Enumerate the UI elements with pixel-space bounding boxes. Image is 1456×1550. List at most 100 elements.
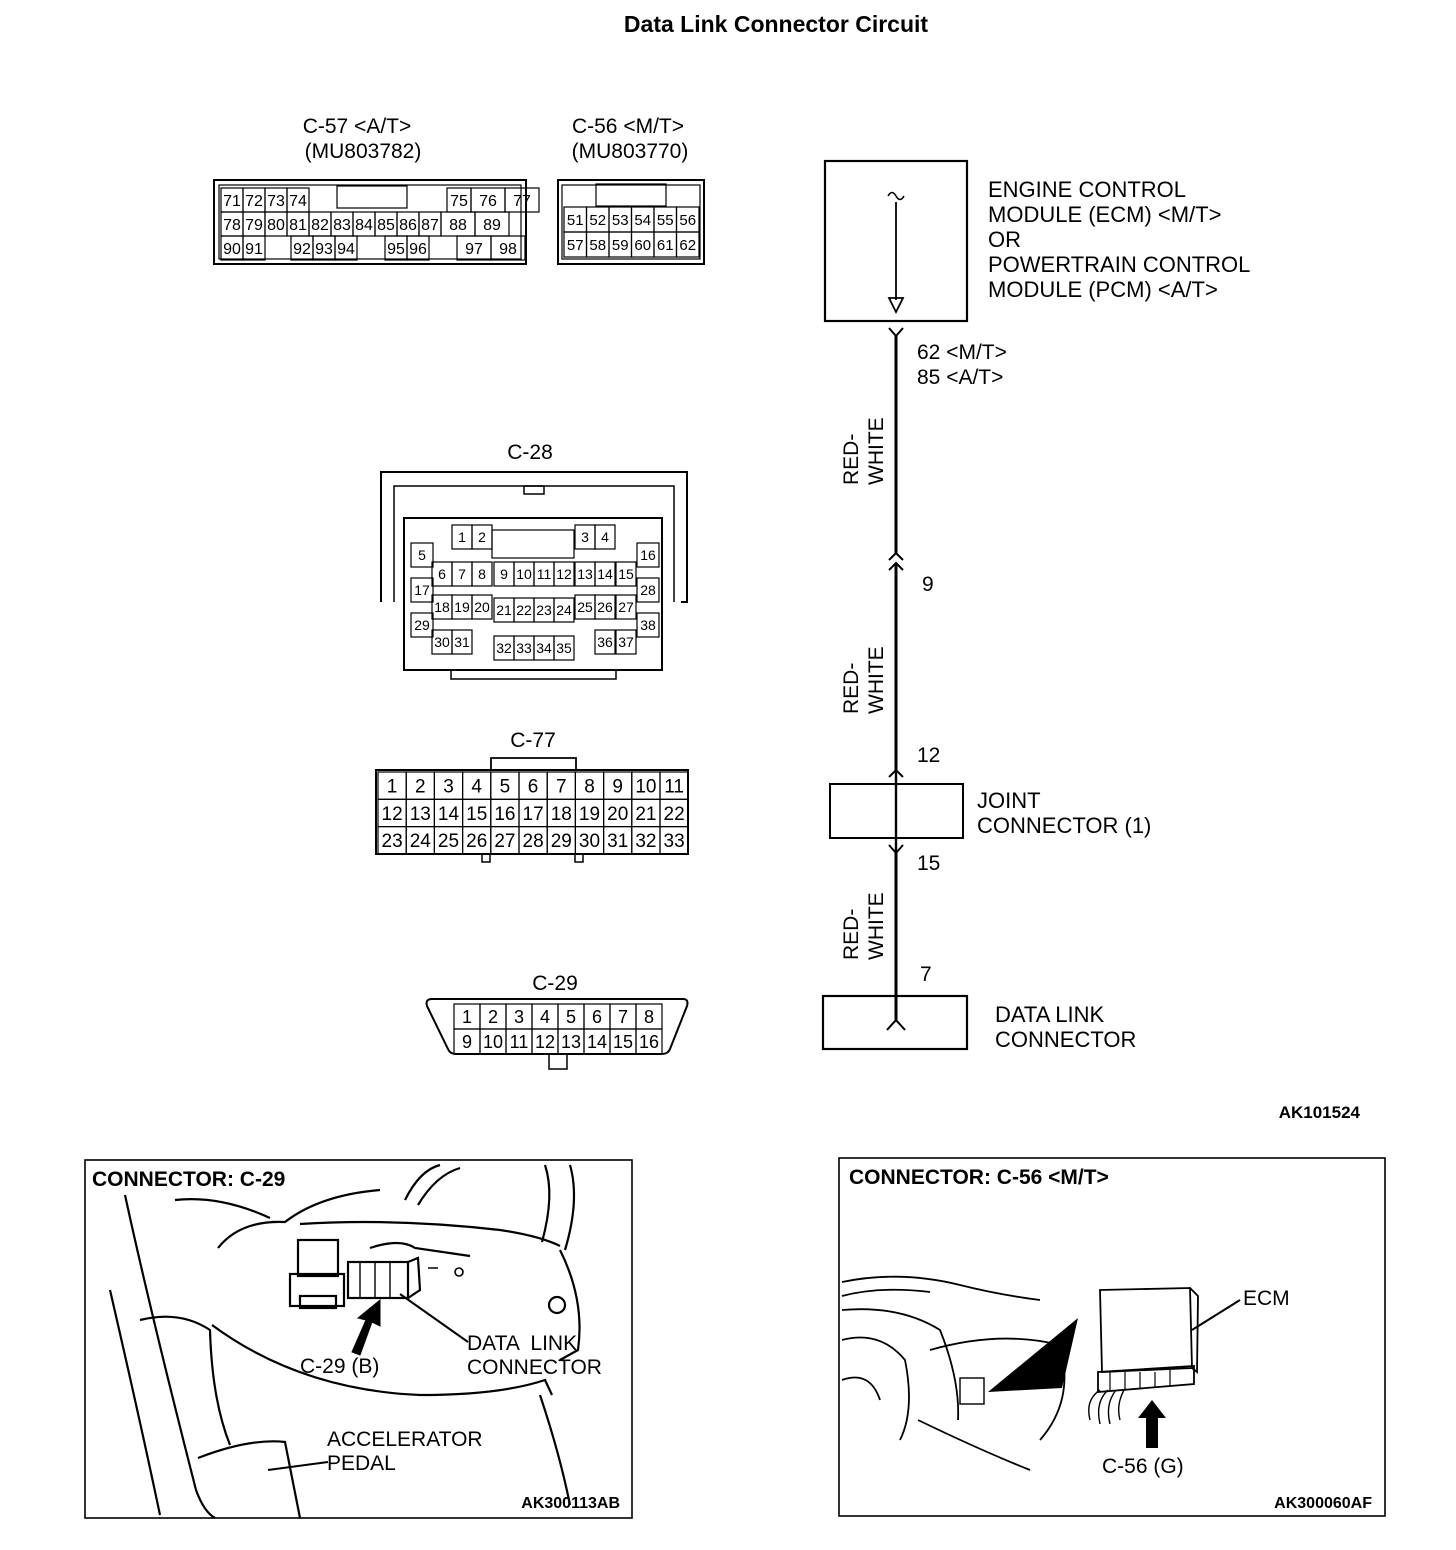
- cable-3: [540, 1164, 551, 1243]
- c77-pin-label: 4: [471, 776, 482, 797]
- c77-pin-label: 17: [523, 804, 544, 825]
- dash-fold: [174, 1198, 271, 1219]
- c28-pin-label: 33: [516, 640, 532, 656]
- harness-top: [299, 1220, 561, 1247]
- c77-pin-label: 33: [664, 831, 685, 852]
- c29-pin-label: 5: [566, 1007, 576, 1027]
- page-title: Data Link Connector Circuit: [624, 11, 928, 37]
- c28-cell: [636, 542, 660, 568]
- c28-pin-label: 31: [454, 634, 470, 650]
- c56-cell: [675, 231, 700, 258]
- c28-cell: [410, 612, 434, 638]
- c56-pin-label: 56: [679, 212, 696, 229]
- dlc-leader-line: [399, 1293, 469, 1343]
- circuit-schematic: ENGINE CONTROL MODULE (ECM) <M/T> OR POW…: [821, 159, 1361, 1122]
- dash-lower-edge: [211, 1324, 553, 1397]
- c28-pin-label: 9: [500, 566, 508, 582]
- ecm-pin-icon: [888, 327, 904, 338]
- c57-pin-label: 77: [513, 193, 531, 210]
- c56-g-callout: C-56 (G): [1102, 1455, 1184, 1478]
- wire-1-color-1: RED-: [840, 434, 863, 485]
- c28-pin-label: 16: [640, 547, 656, 563]
- joint-label-1: JOINT: [977, 788, 1041, 813]
- wire-2-color-1: RED-: [840, 663, 863, 714]
- c28-cell: [636, 577, 660, 603]
- c77-pin-label: 12: [382, 804, 403, 825]
- c57-pin-label: 74: [289, 193, 307, 210]
- inset-right-figure-id: AK300060AF: [1274, 1495, 1372, 1512]
- c77-pin-label: 18: [551, 804, 572, 825]
- c29-pin-label: 15: [613, 1032, 633, 1052]
- ecm-box: [823, 159, 969, 323]
- inset-ecm-label: ECM: [1243, 1287, 1290, 1310]
- c29-b-pins: [298, 1294, 338, 1310]
- c57-cell: [504, 187, 540, 213]
- c57-cell: [490, 235, 526, 261]
- cable-1: [404, 1163, 441, 1201]
- dlc-side: [407, 1256, 422, 1299]
- c57-pin-label: 94: [337, 241, 355, 258]
- c57-cell: [242, 235, 266, 261]
- c57-pin-label: 83: [333, 217, 351, 234]
- inset-left-illustration: [108, 1163, 581, 1519]
- c77-pin-label: 1: [387, 776, 398, 797]
- ecm-harness: [1088, 1389, 1125, 1425]
- c57-name: C-57 <A/T>: [303, 115, 412, 138]
- c28-pin-label: 2: [478, 529, 486, 545]
- c57-pin-label: 76: [479, 193, 497, 210]
- c28-pin-label: 18: [434, 599, 450, 615]
- c28-cell: [410, 542, 434, 568]
- c57-pin-label: 96: [409, 241, 427, 258]
- c57-pin-label: 89: [483, 217, 501, 234]
- c57-pin-label: 72: [245, 193, 263, 210]
- ecm-pin-mt: 62 <M/T>: [917, 341, 1007, 364]
- c28-pin-label: 23: [536, 602, 552, 618]
- c56-pin-label: 57: [567, 237, 584, 254]
- c56-pin-label: 53: [612, 212, 629, 229]
- c56-housing: [557, 179, 705, 265]
- c28-cell: [594, 561, 616, 587]
- c57-pin-label: 79: [245, 217, 263, 234]
- ecm-module-base: [1097, 1365, 1195, 1393]
- wire-1-color-2: WHITE: [865, 417, 888, 485]
- dash-top-2: [841, 1288, 931, 1297]
- circuit-figure-id: AK101524: [1279, 1103, 1361, 1122]
- dlc-harness: [369, 1241, 471, 1258]
- c56-pin-label: 54: [634, 212, 651, 229]
- c29-pin-label: 7: [618, 1007, 628, 1027]
- dlc-box: [821, 994, 969, 1051]
- c77-pin-label: 20: [607, 804, 628, 825]
- c28-pin-label: 15: [618, 566, 634, 582]
- c57-pin-label: 81: [289, 217, 307, 234]
- c77-pin-label: 32: [635, 831, 656, 852]
- ecm-label-4: POWERTRAIN CONTROL: [988, 252, 1250, 277]
- c28-cell: [410, 577, 434, 603]
- column: [841, 1376, 881, 1401]
- c56-pin-label: 52: [589, 212, 606, 229]
- c77-pin-label: 22: [664, 804, 685, 825]
- c77-pin-label: 13: [410, 804, 431, 825]
- c28-pin-label: 24: [556, 602, 572, 618]
- c28-pin-label: 13: [577, 566, 593, 582]
- ecm-label-5: MODULE (PCM) <A/T>: [988, 277, 1218, 302]
- c57-pin-label: 73: [267, 193, 285, 210]
- c28-pin-label: 35: [556, 640, 572, 656]
- dash-top-1: [841, 1275, 1041, 1301]
- bracket-outline: [559, 1249, 581, 1361]
- c28-pin-label: 37: [618, 634, 634, 650]
- c77-pin-label: 16: [494, 804, 515, 825]
- ecm-leader-line: [1191, 1299, 1241, 1331]
- c28-cell: [594, 524, 616, 550]
- ecm-label-3: OR: [988, 227, 1021, 252]
- wire-3-color-2: WHITE: [865, 892, 888, 960]
- inset-left-title: CONNECTOR: C-29: [92, 1168, 285, 1191]
- pedal-label-2: PEDAL: [327, 1452, 396, 1475]
- c28-cell: [615, 629, 637, 655]
- pedal-leader-line: [267, 1461, 329, 1471]
- c28-pin-label: 22: [516, 602, 532, 618]
- c77-pin-label: 27: [494, 831, 515, 852]
